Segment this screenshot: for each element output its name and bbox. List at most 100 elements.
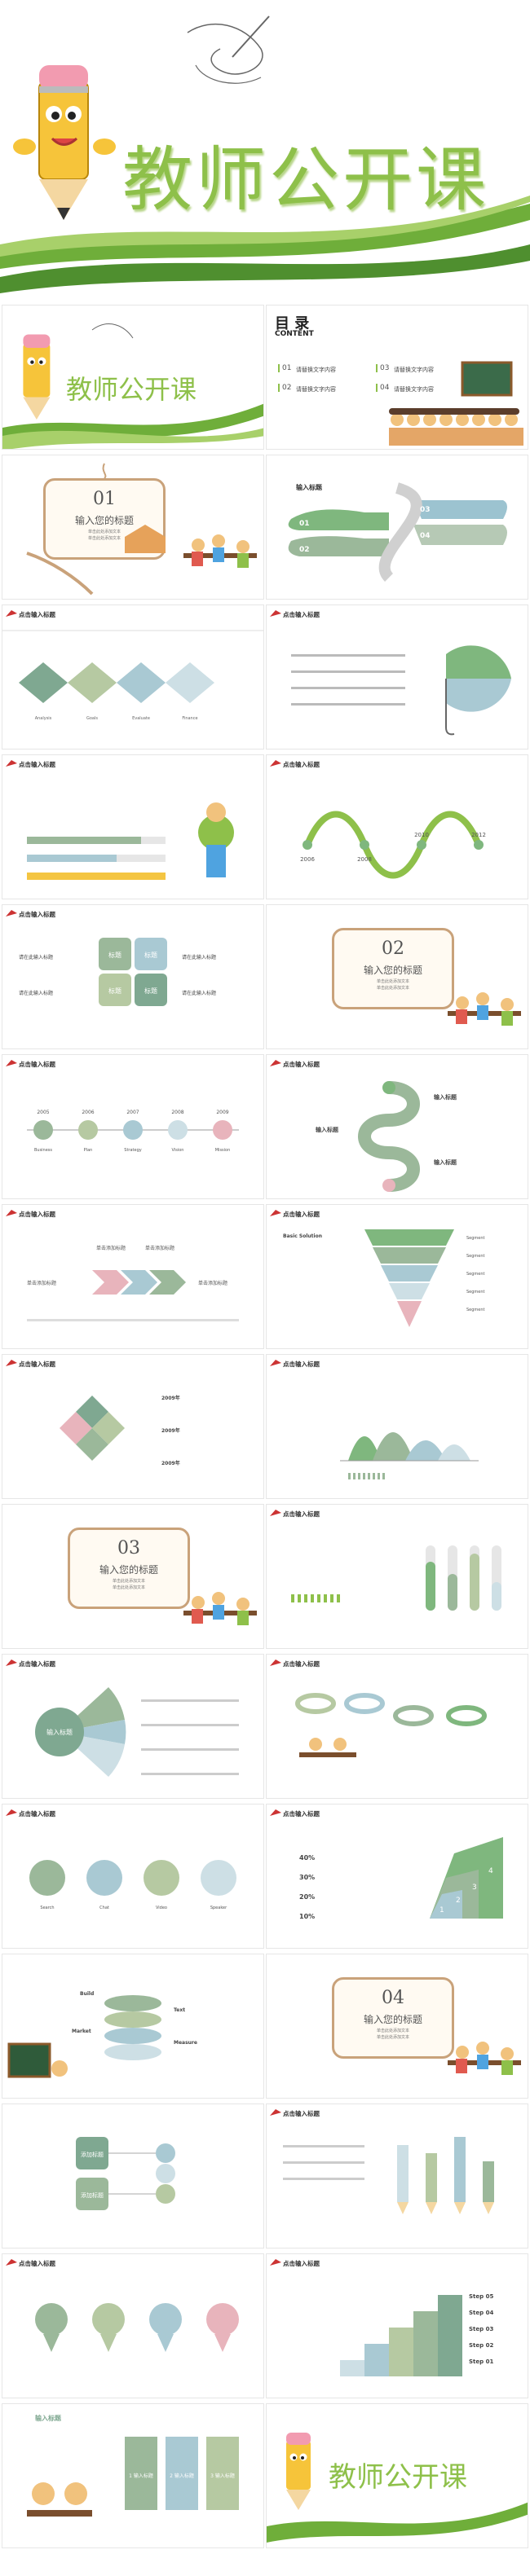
slide-header: 点击输入标题 [283, 1810, 320, 1818]
slide-cross[interactable]: 点击输入标题 2009年 2009年 2009年 [2, 1354, 264, 1499]
bird-logo-icon [270, 610, 281, 617]
funnel-label-2: Segment [466, 1254, 485, 1259]
progress-bars [27, 802, 234, 880]
stack-label-3: Text [174, 2007, 185, 2013]
slide-header: 点击输入标题 [19, 1810, 55, 1818]
tile-label-4: 标题 [144, 987, 157, 995]
bird-logo-icon [270, 1060, 281, 1066]
bird-logo-icon [6, 2259, 17, 2266]
slide-icons[interactable]: 点击输入标题 Search Chat Video Speaker [2, 1804, 264, 1949]
slide-cards[interactable]: 输入标题 1 输入标题 2 输入标题 3 输入标题 [2, 2403, 264, 2548]
section-sub1-04: 单击此处添加文本 [376, 2029, 409, 2033]
timeline-arc: 2006 2008 2010 2012 [300, 811, 486, 879]
cross-diagram: 2009年 2009年 2009年 [60, 1395, 180, 1466]
section-frame-02: 02 输入您的标题 单击此处添加文本 单击此处添加文本 [332, 928, 454, 1009]
section-sub2-02: 单击此处添加文本 [376, 986, 409, 991]
pencil-chart [283, 2137, 494, 2214]
slide-title-text: 教师公开课 [66, 374, 197, 405]
section-sub2-03: 单击此处添加文本 [112, 1585, 145, 1590]
slide-title-art [2, 323, 263, 449]
section-num-02: 02 [382, 939, 404, 959]
slide-fan[interactable]: 点击输入标题 输入标题 [2, 1654, 264, 1799]
contents-item-2[interactable]: 请替换文字内容 [296, 386, 336, 393]
slide-header: 点击输入标题 [19, 611, 55, 618]
pencil-mascot [13, 65, 116, 220]
section-title-02: 输入您的标题 [363, 965, 422, 976]
tile-left-1: 请在此输入标题 [19, 954, 53, 961]
slide-header: 点击输入标题 [19, 1660, 55, 1668]
contents-title: 目 录 [275, 315, 310, 332]
stair-diagram: Step 05 Step 04 Step 03 Step 02 Step 01 [340, 2293, 493, 2376]
tile-label-1: 标题 [108, 951, 121, 959]
card-row: 1 输入标题 2 输入标题 3 输入标题 [27, 2437, 239, 2517]
slide-title-mini[interactable]: 教师公开课 [2, 305, 264, 450]
stack-label-4: Measure [174, 2040, 197, 2046]
year-circles: 2005 2006 2007 2008 2009 Business Plan S… [27, 1110, 239, 1153]
step-num-1: 1 [439, 1906, 444, 1914]
slide-percent-steps[interactable]: 点击输入标题 40% 30% 20% 10% 1 2 3 4 [266, 1804, 528, 1949]
bird-logo-icon [270, 2109, 281, 2116]
slide-connectors[interactable]: 添加标题 添加标题 [2, 2103, 264, 2249]
timeline-year-3: 2010 [414, 832, 429, 838]
slide-diamonds[interactable]: 点击输入标题 Analysis Goals Evaluate Finance [2, 604, 264, 750]
slide-bubbles[interactable]: 输入标题 01 02 03 04 [266, 455, 528, 600]
timeline-year-4: 2012 [471, 832, 486, 838]
bird-logo-icon [6, 910, 17, 917]
section-sub2-04: 单击此处添加文本 [376, 2035, 409, 2040]
thermometer-chart [291, 1545, 501, 1611]
slide-section-01[interactable]: 01 输入您的标题 单击此处添加文本 单击此处添加文本 [2, 455, 264, 600]
contents-item-3[interactable]: 请替换文字内容 [394, 367, 434, 373]
tile-grid: 标题 标题 标题 标题 请在此输入标题 请在此输入标题 请在此输入标题 请在此输… [19, 938, 216, 1006]
slide-mountains[interactable]: 点击输入标题 [266, 1354, 528, 1499]
diamond-label-3: Evaluate [132, 716, 150, 721]
slide-pencils[interactable]: 点击输入标题 [266, 2103, 528, 2249]
arrow-title-3: 单击添加标题 [27, 1280, 56, 1286]
diamond-label-2: Goals [86, 716, 98, 721]
percent-1: 40% [299, 1854, 315, 1862]
slide-tiles[interactable]: 点击输入标题 标题 标题 标题 标题 请在此输入标题 请在此输入标题 请在此输入… [2, 904, 264, 1049]
card-label-1: 1 输入标题 [129, 2473, 153, 2479]
year-label-1: Business [34, 1148, 52, 1153]
bird-logo-icon [6, 1360, 17, 1366]
slide-stack[interactable]: Build Market Text Measure [2, 1954, 264, 2099]
bird-logo-icon [270, 1659, 281, 1666]
slide-header: 点击输入标题 [19, 761, 55, 768]
slide-contents[interactable]: 目 录 CONTENT 01 请替换文字内容 02 请替换文字内容 03 请替换… [266, 305, 528, 450]
percent-3: 20% [299, 1893, 315, 1901]
funnel-label-3: Segment [466, 1272, 485, 1277]
slide-stairs[interactable]: 点击输入标题 Step 05 Step 04 Step 03 Step 02 S… [266, 2253, 528, 2398]
connector-label-2: 添加标题 [81, 2191, 104, 2199]
contents-item-1[interactable]: 请替换文字内容 [296, 367, 336, 373]
diamond-diagram: Analysis Goals Evaluate Finance [2, 630, 263, 721]
slide-thermometers[interactable]: 点击输入标题 [266, 1504, 528, 1649]
contents-item-4[interactable]: 请替换文字内容 [394, 386, 434, 393]
ending-art [267, 2433, 528, 2543]
section-frame-04: 04 输入您的标题 单击此处添加文本 单击此处添加文本 [332, 1977, 454, 2059]
stack-diagram: Build Market Text Measure [7, 1991, 197, 2078]
step-01: Step 01 [469, 2358, 493, 2365]
slide-section-02[interactable]: 02 输入您的标题 单击此处添加文本 单击此处添加文本 [266, 904, 528, 1049]
slide-year-circles[interactable]: 点击输入标题 2005 2006 2007 2008 2009 Business… [2, 1054, 264, 1199]
slide-snake[interactable]: 点击输入标题 输入标题 输入标题 输入标题 [266, 1054, 528, 1199]
slide-badges[interactable]: 点击输入标题 [2, 2253, 264, 2398]
slide-section-04[interactable]: 04 输入您的标题 单击此处添加文本 单击此处添加文本 [266, 1954, 528, 2099]
snake-title-2: 输入标题 [316, 1126, 339, 1133]
card-label-2: 2 输入标题 [170, 2473, 194, 2479]
stack-label-1: Build [80, 1991, 94, 1997]
step-05: Step 05 [469, 2293, 493, 2300]
slide-rings[interactable]: 点击输入标题 [266, 1654, 528, 1799]
bubble-num-03: 03 [420, 506, 431, 514]
slide-section-03[interactable]: 03 输入您的标题 单击此处添加文本 单击此处添加文本 [2, 1504, 264, 1649]
ending-title: 教师公开课 [329, 2461, 467, 2494]
bubble-num-02: 02 [299, 546, 310, 554]
slide-ending[interactable]: 教师公开课 [266, 2403, 528, 2548]
year-label-5: Mission [215, 1148, 231, 1153]
slide-umbrella[interactable]: 点击输入标题 [266, 604, 528, 750]
bird-logo-icon [6, 760, 17, 767]
slide-arrows[interactable]: 点击输入标题 单击添加标题 单击添加标题 单击添加标题 单击添加标题 [2, 1204, 264, 1349]
slide-funnel[interactable]: 点击输入标题 Basic Solution Segment Segment Se… [266, 1204, 528, 1349]
bird-logo-icon [270, 2259, 281, 2266]
slide-header: 点击输入标题 [283, 1361, 320, 1368]
slide-timeline-arc[interactable]: 点击输入标题 2006 2008 2010 2012 [266, 754, 528, 899]
slide-progress[interactable]: 点击输入标题 [2, 754, 264, 899]
